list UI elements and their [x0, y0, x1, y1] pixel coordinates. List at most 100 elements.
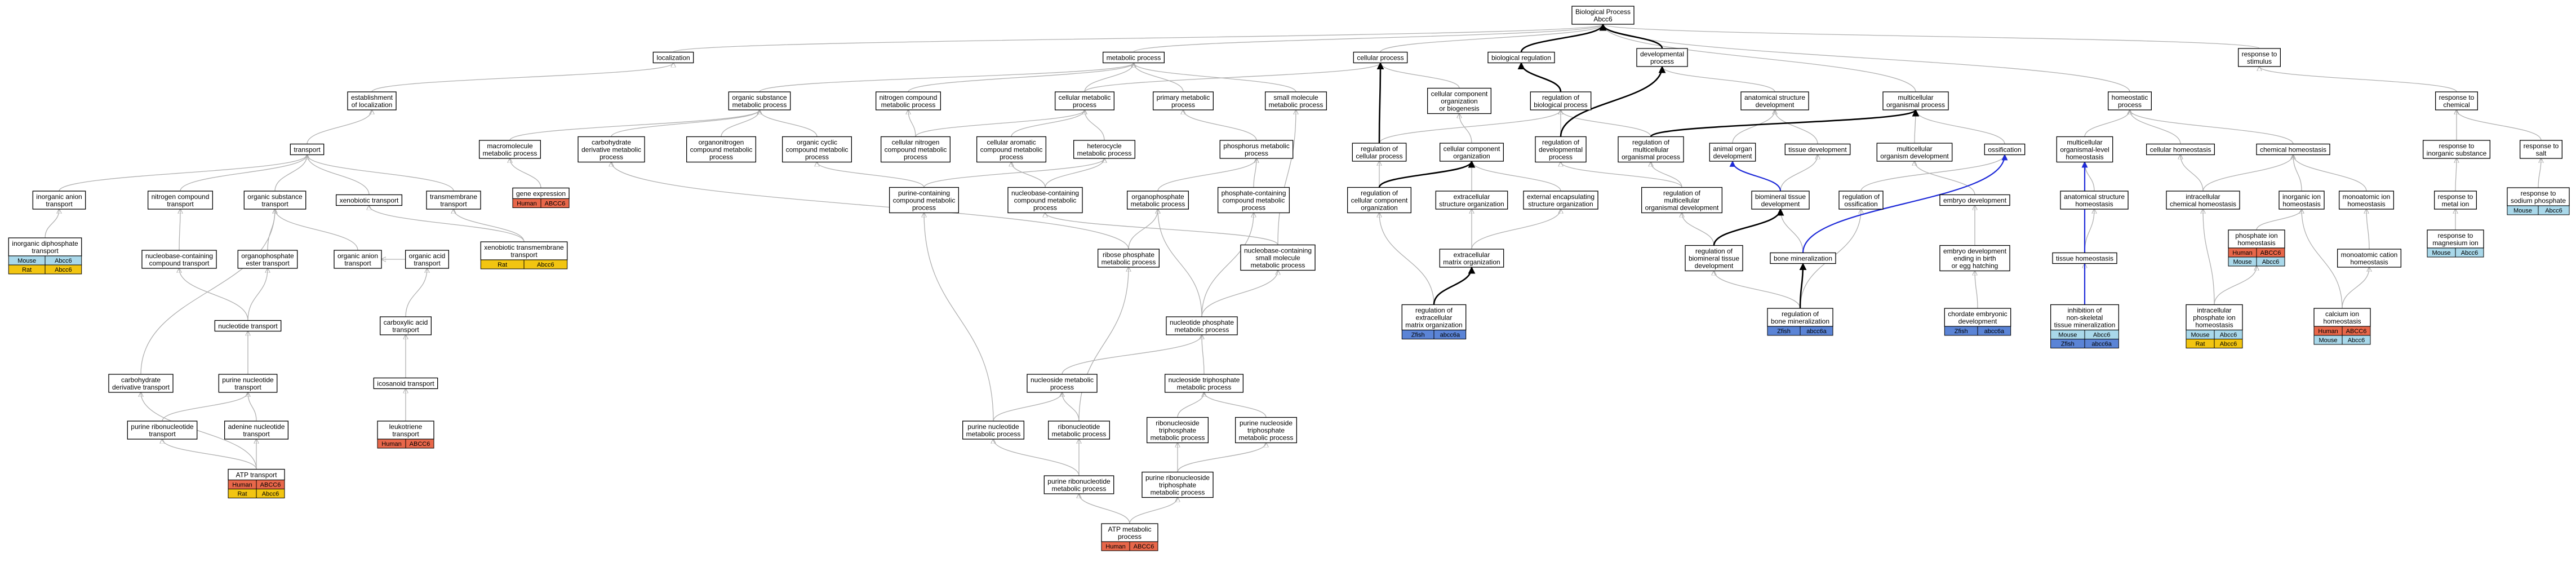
term-node-bio-regulation[interactable]: biological regulation	[1487, 51, 1555, 64]
term-node-ossification[interactable]: ossification	[1984, 143, 2026, 156]
term-node-purine-ribonucleoside-tri-met[interactable]: purine ribonucleosidetriphosphatemetabol…	[1142, 471, 1214, 498]
term-node-bone-mineralization[interactable]: bone mineralization	[1770, 252, 1836, 264]
term-node-cellular-homeostasis[interactable]: cellular homeostasis	[2146, 143, 2215, 156]
term-node-cellular-process[interactable]: cellular process	[1353, 51, 1408, 64]
term-node-embryo-dev[interactable]: embryo development	[1939, 194, 2010, 206]
term-node-tissue-homeostasis[interactable]: tissue homeostasis	[2052, 252, 2117, 264]
term-node-transport[interactable]: transport	[290, 143, 325, 156]
term-node-localization[interactable]: localization	[652, 51, 694, 64]
term-node-tissue-dev[interactable]: tissue development	[1784, 143, 1851, 156]
term-node-chemical-homeostasis[interactable]: chemical homeostasis	[2256, 143, 2330, 156]
term-node-icosanoid-transport[interactable]: icosanoid transport	[373, 377, 438, 390]
term-node-nucleotide-transport[interactable]: nucleotide transport	[214, 320, 282, 332]
term-node-metabolic[interactable]: metabolic process	[1102, 51, 1165, 64]
term-node-xenobiotic-transport[interactable]: xenobiotic transport	[335, 194, 403, 206]
